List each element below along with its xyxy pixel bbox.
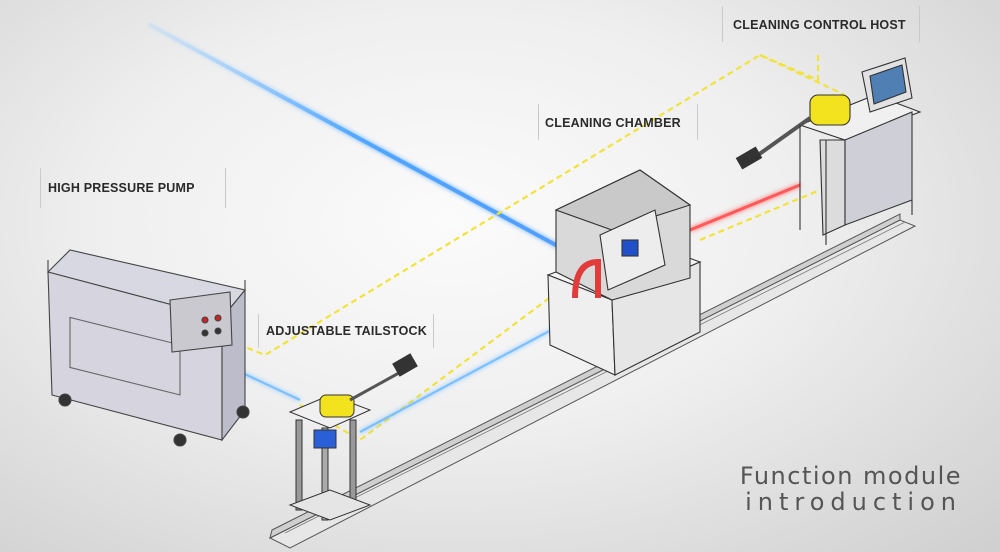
label-cleaning-control-host: CLEANING CONTROL HOST xyxy=(733,18,906,32)
cleaning-control-host xyxy=(735,57,922,245)
high-pressure-pump xyxy=(46,249,250,447)
label-high-pressure-pump: HIGH PRESSURE PUMP xyxy=(48,181,195,195)
label-adjustable-tailstock: ADJUSTABLE TAILSTOCK xyxy=(266,324,427,338)
blue-light-beam xyxy=(148,23,567,252)
cleaning-chamber xyxy=(546,169,702,376)
chamber-label-bracket xyxy=(538,104,698,140)
label-cleaning-chamber: CLEANING CHAMBER xyxy=(545,116,681,130)
red-link-line xyxy=(689,183,801,232)
pump-label-bracket xyxy=(40,168,226,208)
adjustable-tailstock xyxy=(288,353,418,521)
tailstock-label-bracket xyxy=(258,314,434,348)
host-label-bracket xyxy=(722,6,920,42)
title-line-1: Function module xyxy=(739,462,962,490)
title-line-2: introduction xyxy=(745,488,962,516)
